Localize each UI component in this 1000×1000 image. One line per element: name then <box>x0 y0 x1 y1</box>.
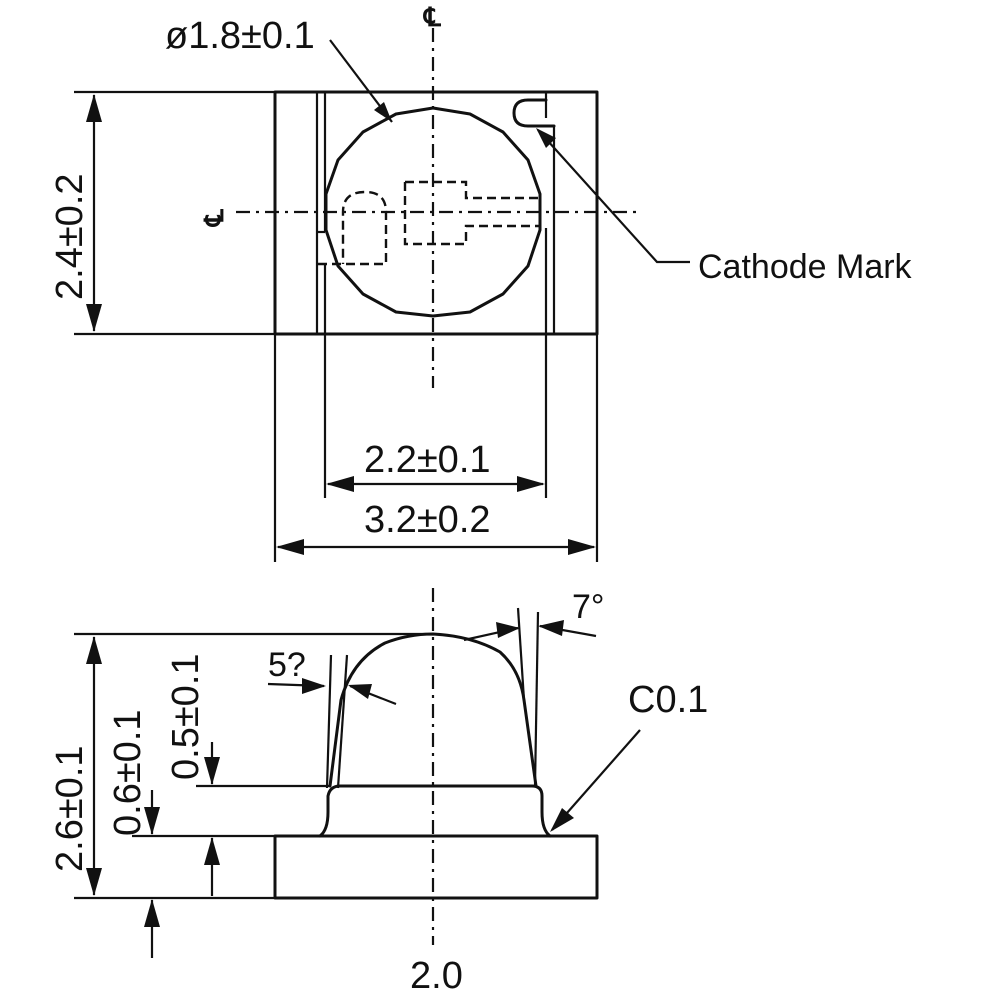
angle-right-arrow-b <box>538 620 564 636</box>
angle-left-arrow-a <box>302 678 326 694</box>
height-label: 2.4±0.2 <box>49 173 91 300</box>
top-view: ℄ ℄ ø1.8±0.1 Cathode Mark 2.4±0.2 2.2±0.… <box>49 2 913 562</box>
diameter-arrow <box>374 102 392 122</box>
side-view: 5? 7° C0.1 2.6±0.1 0.6±0.1 0. <box>49 588 708 997</box>
lens-circle <box>324 106 542 318</box>
outer-width-arrow-right <box>568 539 596 555</box>
step-height-arrow-down <box>204 757 220 785</box>
angle-right-ref <box>516 607 526 701</box>
height-arrow-top <box>86 94 102 122</box>
die-pad-top <box>405 180 540 200</box>
outer-width-arrow-left <box>276 539 304 555</box>
total-height-arrow-top <box>86 636 102 664</box>
cathode-label: Cathode Mark <box>698 248 913 286</box>
angle-left-label: 5? <box>268 646 306 684</box>
step-height-arrow-up <box>204 837 220 865</box>
diameter-label: ø1.8±0.1 <box>165 15 315 57</box>
inner-width-label: 2.2±0.1 <box>364 439 491 481</box>
step-height-label: 0.5±0.1 <box>165 653 207 780</box>
inner-width-arrow-right <box>517 476 545 492</box>
centerline-h-symbol: ℄ <box>199 208 229 227</box>
centerline-v-symbol: ℄ <box>423 2 442 32</box>
angle-left-ref <box>325 654 333 789</box>
base-height-label: 0.6±0.1 <box>107 709 149 836</box>
cathode-notch <box>512 98 556 128</box>
outer-width-label: 3.2±0.2 <box>364 499 491 541</box>
total-height-arrow-bottom <box>86 868 102 896</box>
total-height-label: 2.6±0.1 <box>49 745 91 872</box>
angle-right-arrow-a <box>496 622 520 638</box>
base-height-arrow-down <box>144 807 160 835</box>
inner-width-arrow-left <box>326 476 354 492</box>
chamfer-arrow <box>550 808 574 832</box>
base-block <box>273 834 599 900</box>
cathode-arrow <box>536 128 556 148</box>
step-body <box>318 784 552 838</box>
cathode-leader <box>537 129 690 264</box>
chamfer-label: C0.1 <box>628 679 708 721</box>
bond-pad <box>318 190 388 266</box>
angle-right-side <box>533 611 540 787</box>
angle-left-side <box>336 654 349 789</box>
height-arrow-bottom <box>86 304 102 332</box>
angle-left-arrow-b <box>348 684 372 699</box>
angle-right-label: 7° <box>572 588 605 626</box>
base-height-arrow-up <box>144 899 160 927</box>
bottom-label: 2.0 <box>410 955 463 997</box>
